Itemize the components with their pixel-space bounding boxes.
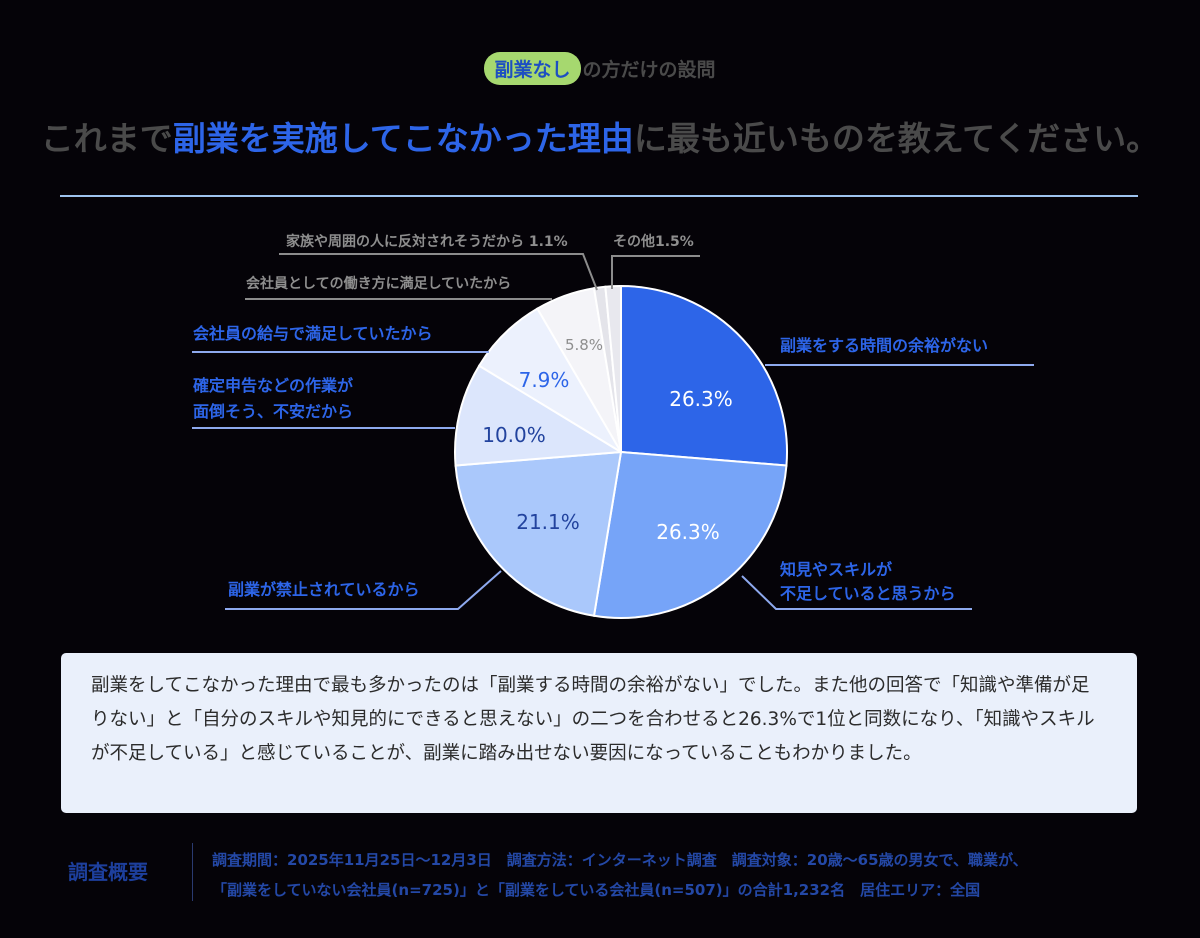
pie-slice (454, 450, 623, 617)
title-post: に最も近いものを教えてください。 (633, 119, 1160, 158)
label-sonota: その他1.5% (613, 234, 694, 250)
label-hatarakikata: 会社員としての働き方に満足していたから (246, 276, 512, 292)
survey-separator (192, 843, 193, 901)
leader-kazoku (279, 253, 598, 291)
label-kyuyo: 会社員の給与で満足していたから (193, 324, 433, 343)
survey-line-2: 「副業をしていない会社員(n=725)」と「副業をしている会社員(n=507)」… (212, 881, 981, 899)
label-skill-line2: 不足していると思うから (780, 584, 956, 603)
pct-skill: 26.3% (656, 520, 720, 544)
label-kinshi: 副業が禁止されているから (228, 580, 420, 599)
title-divider (60, 195, 1138, 197)
no-side-job-pill: 副業なし (484, 52, 581, 85)
label-jikan: 副業をする時間の余裕がない (780, 336, 989, 355)
pie-slice (454, 364, 625, 467)
question-scope-tag: 副業なしの方だけの設問 (0, 52, 1200, 85)
pct-kakutei: 10.0% (482, 423, 546, 447)
title-pre: これまで (40, 119, 173, 158)
title-highlight: 副業を実施してこなかった理由 (172, 119, 634, 158)
leader-sonota (611, 255, 700, 289)
label-kakutei-line2: 面倒そう、不安だから (193, 402, 354, 421)
pct-hatarakikata: 5.8% (564, 336, 604, 354)
leader-skill (741, 575, 972, 610)
leader-kinshi (225, 570, 502, 610)
survey-overview-heading: 調査概要 (68, 860, 148, 884)
pct-jikan: 26.3% (669, 387, 733, 411)
label-kakutei-line1: 確定申告などの作業が (193, 376, 354, 395)
summary-text: 副業をしてこなかった理由で最も多かったのは「副業する時間の余裕がない」でした。ま… (91, 675, 1095, 764)
pct-kinshi: 21.1% (516, 510, 580, 534)
survey-line-1: 調査期間：2025年11月25日〜12月3日 調査方法：インターネット調査 調査… (212, 851, 1028, 869)
pie-slice (604, 284, 622, 453)
survey-overview: 調査期間：2025年11月25日〜12月3日 調査方法：インターネット調査 調査… (212, 845, 1028, 905)
pie-slice (592, 450, 788, 619)
pct-kyuyo: 7.9% (518, 368, 570, 392)
pie-slice (620, 284, 788, 467)
question-title: これまで副業を実施してこなかった理由に最も近いものを教えてください。 (0, 112, 1200, 160)
question-scope-suffix: の方だけの設問 (582, 59, 716, 81)
label-kazoku: 家族や周囲の人に反対されそうだから 1.1% (286, 234, 568, 250)
pie-slices (454, 284, 788, 619)
leader-lines (192, 253, 1034, 610)
label-skill-line1: 知見やスキルが (780, 560, 893, 579)
summary-box: 副業をしてこなかった理由で最も多かったのは「副業する時間の余裕がない」でした。ま… (61, 653, 1137, 813)
